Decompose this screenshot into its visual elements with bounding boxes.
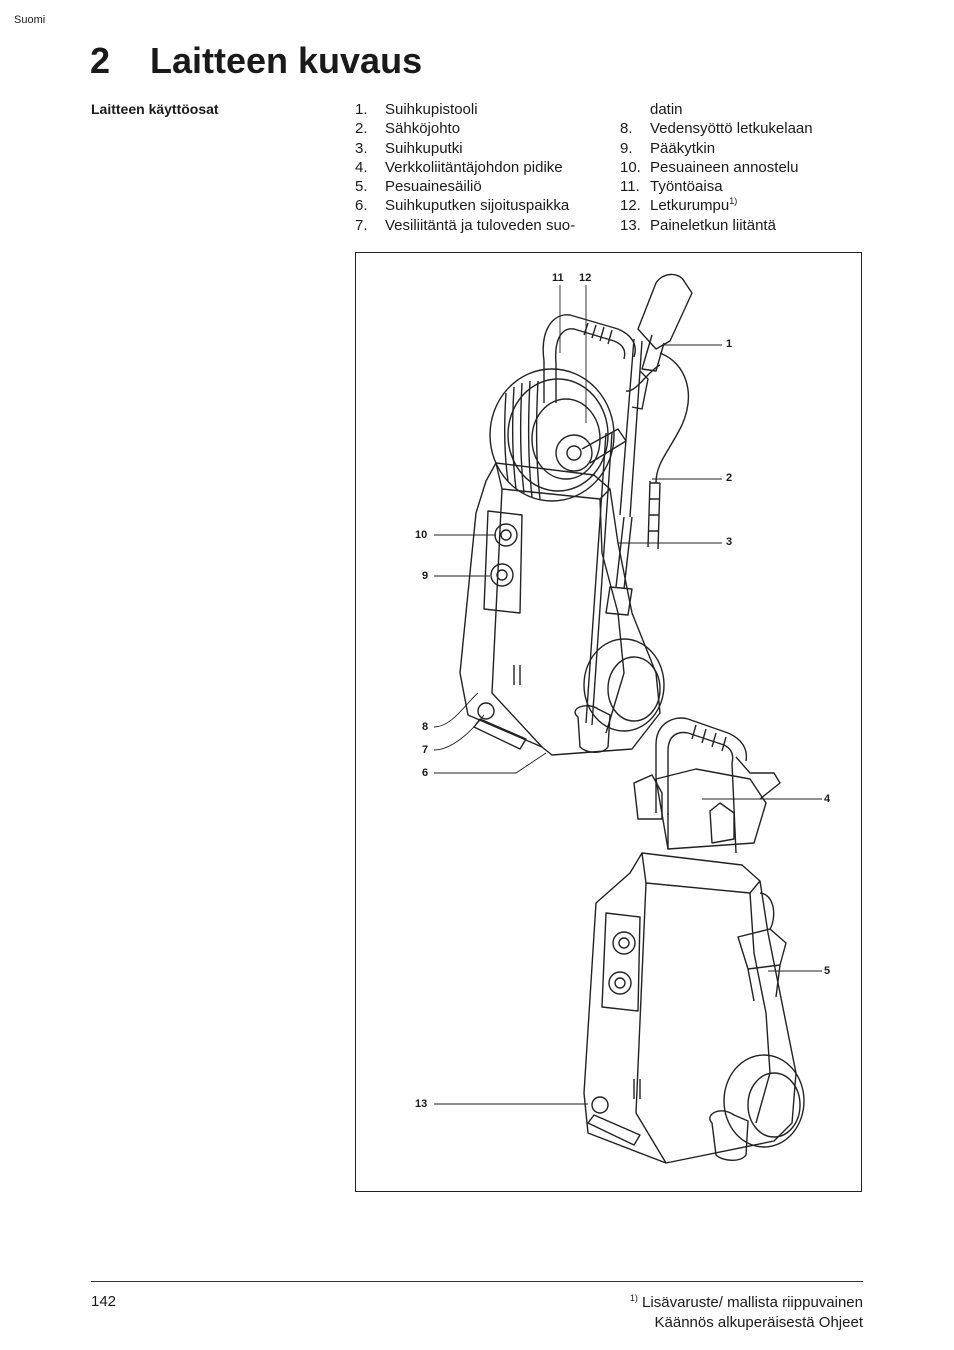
list-item: 4.Verkkoliitäntäjohdon pidike: [355, 158, 563, 176]
callout-11: 11: [552, 272, 564, 284]
chapter-number: 2: [90, 40, 111, 81]
list-item: 10.Pesuaineen annostelu: [620, 158, 799, 176]
callout-10: 10: [415, 529, 428, 541]
chapter-title-text: Laitteen kuvaus: [150, 40, 423, 81]
list-item: 13.Paineletkun liitäntä: [620, 216, 776, 234]
callout-3: 3: [726, 536, 733, 548]
pressure-washer-drawing: [433, 273, 822, 1164]
callout-6: 6: [422, 767, 429, 779]
list-item: 1.Suihkupistooli: [355, 101, 478, 118]
footnote-marker: 1): [629, 1293, 638, 1303]
footnote: 1) Lisävaruste/ mallista riippuvainen: [630, 1293, 863, 1313]
callout-4: 4: [824, 793, 831, 805]
pressure-washer-figure: 11 12 1 2 3 10 9 8 7 6 4 5 13: [355, 252, 862, 1192]
callout-9: 9: [422, 570, 429, 582]
callout-2: 2: [726, 472, 733, 484]
callout-13: 13: [415, 1098, 428, 1110]
parts-list-column-1: 1.Suihkupistooli 2.Sähköjohto 3.Suihkupu…: [355, 100, 575, 235]
footer-rule: [91, 1281, 863, 1282]
list-item: 5.Pesuainesäiliö: [355, 178, 482, 196]
section-label: Laitteen käyttöosat: [91, 101, 219, 117]
callout-7: 7: [422, 744, 429, 756]
callout-12: 12: [579, 272, 592, 284]
list-item: 3.Suihkuputki: [355, 139, 463, 157]
list-item: 6.Suihkuputken sijoituspaikka: [355, 197, 570, 215]
callout-8: 8: [422, 721, 429, 733]
list-item: 2.Sähköjohto: [355, 120, 461, 138]
language-label: Suomi: [14, 14, 46, 26]
parts-list-column-2: datin 8.Vedensyöttö letkukelaan 9.Pääkyt…: [620, 100, 813, 235]
footnote-marker: 1): [729, 196, 738, 207]
footnote-text: Lisävaruste/ mallista riippuvainen: [642, 1294, 863, 1311]
list-item: 11.Työntöaisa: [620, 178, 723, 196]
page-number: 142: [91, 1293, 117, 1310]
translation-note: Käännös alkuperäisestä Ohjeet: [654, 1314, 863, 1331]
callout-5: 5: [824, 965, 831, 977]
list-item: 8.Vedensyöttö letkukelaan: [620, 120, 813, 138]
list-item: 12.Letkurumpu1): [620, 196, 738, 215]
footer-notes: 1) Lisävaruste/ mallista riippuvainen Kä…: [630, 1293, 863, 1333]
callout-1: 1: [726, 338, 733, 350]
chapter-title: 2 Laitteen kuvaus: [90, 40, 422, 82]
list-item: 7.Vesiliitäntä ja tuloveden suo-: [355, 216, 576, 234]
list-item-continuation: datin: [650, 101, 683, 118]
list-item: 9.Pääkytkin: [620, 139, 716, 157]
